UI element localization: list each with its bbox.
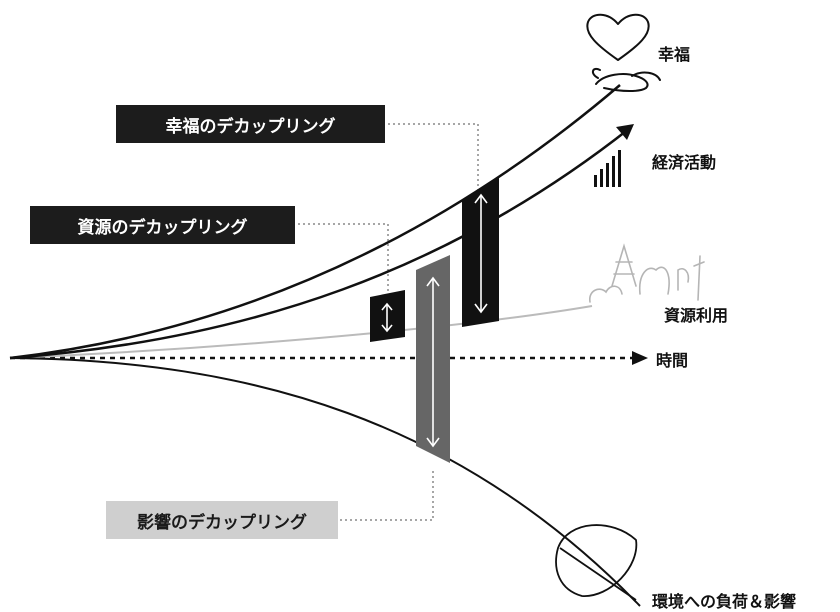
impact-decoupling-arrow	[426, 276, 440, 448]
wellbeing-decoupling-arrow	[474, 193, 488, 314]
trees-icon	[589, 243, 705, 303]
economic-activity-label: 経済活動	[652, 153, 717, 172]
resource-use-line	[9, 305, 593, 359]
time-axis-arrowhead	[632, 351, 648, 365]
wellbeing-curve	[9, 84, 621, 360]
leaf-icon	[555, 524, 638, 601]
decoupling-impact-label: 影響のデカップリング	[106, 501, 338, 539]
environmental-impact-label: 環境への負荷＆影響	[652, 592, 797, 611]
heart-in-hand-icon	[586, 13, 661, 92]
decoupling-resource-label: 資源のデカップリング	[30, 206, 295, 244]
economic-activity-curve	[9, 127, 631, 360]
resource-decoupling-arrow	[381, 302, 393, 333]
time-label: 時間	[656, 351, 689, 370]
resource-use-label: 資源利用	[664, 306, 729, 325]
leader-resource	[298, 223, 389, 295]
wellbeing-label: 幸福	[658, 45, 691, 64]
decoupling-wellbeing-label: 幸福のデカップリング	[116, 105, 385, 143]
leader-lines	[298, 123, 479, 521]
bar-chart-icon	[594, 150, 621, 187]
environmental-impact-curve	[9, 357, 641, 607]
economic-activity-arrowhead	[616, 124, 634, 140]
leader-wellbeing	[388, 123, 479, 190]
leader-impact	[340, 470, 434, 521]
